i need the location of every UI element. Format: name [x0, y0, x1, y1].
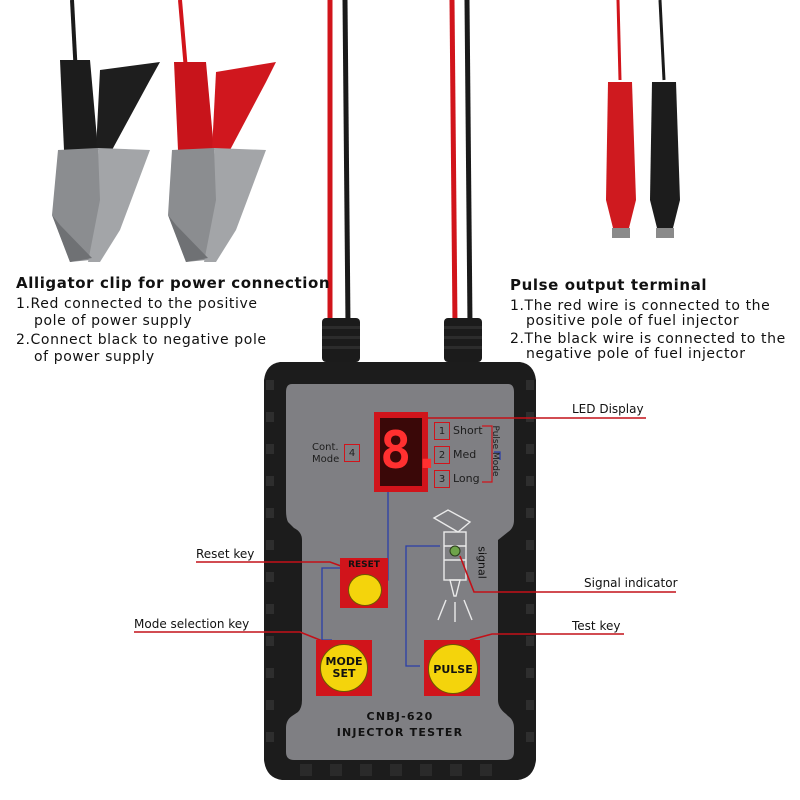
mode-3-label: Long — [453, 472, 480, 485]
mode-set-button[interactable]: MODE SET — [320, 644, 368, 692]
mode-1-label: Short — [453, 424, 483, 437]
red-probe-lead — [616, 0, 622, 81]
mode-set-line2: SET — [332, 667, 356, 680]
left-section-title: Alligator clip for power connection — [16, 274, 331, 292]
black-probe — [650, 82, 680, 238]
black-alligator-clip — [52, 60, 160, 262]
red-probe — [606, 82, 636, 238]
cont-mode-label-line2: Mode — [312, 454, 340, 465]
black-main-cable — [342, 0, 351, 326]
right-section-title: Pulse output terminal — [510, 276, 708, 294]
left-line1: 1.Red connected to the positive — [16, 296, 258, 312]
mode-2-number: 2 — [434, 446, 450, 464]
pulse-button-label: PULSE — [433, 662, 473, 676]
pulse-button[interactable]: PULSE — [428, 644, 478, 694]
right-line1b: positive pole of fuel injector — [526, 313, 740, 329]
cont-mode-label-line1: Cont. — [312, 442, 339, 453]
device-name: INJECTOR TESTER — [336, 726, 464, 739]
right-line2: 2.The black wire is connected to the — [510, 331, 786, 347]
callout-led-display: LED Display — [572, 402, 644, 416]
left-line1b: pole of power supply — [34, 313, 193, 329]
callout-mode-selection-key: Mode selection key — [134, 617, 250, 631]
black-main-cable-right — [464, 0, 473, 326]
led-display-screen — [380, 418, 422, 486]
right-line1: 1.The red wire is connected to the — [510, 298, 771, 314]
strain-relief-right — [444, 318, 482, 362]
reset-button-label: RESET — [348, 560, 380, 570]
signal-indicator-led — [449, 545, 461, 557]
mode-2-label: Med — [453, 448, 477, 461]
callout-reset-key: Reset key — [196, 547, 255, 561]
reset-button[interactable] — [348, 574, 382, 606]
pulse-mode-label: Pulse Mode — [490, 425, 500, 477]
mode-set-line1: MODE — [325, 655, 363, 668]
signal-label: signal — [475, 546, 489, 579]
left-line2b: of power supply — [34, 349, 155, 365]
cont-mode-number: 4 — [344, 444, 360, 462]
led-digit: 8. — [380, 421, 443, 481]
red-alligator-clip — [168, 62, 276, 262]
red-cable-left — [178, 0, 188, 71]
right-line2b: negative pole of fuel injector — [526, 346, 746, 362]
black-probe-lead — [658, 0, 666, 81]
pulse-mode-bracket — [482, 425, 493, 483]
mode-3-number: 3 — [434, 470, 450, 488]
mode-1-number: 1 — [434, 422, 450, 440]
device-model: CNBJ-620 — [366, 710, 434, 723]
red-main-cable-right — [449, 0, 458, 326]
left-line2: 2.Connect black to negative pole — [16, 332, 267, 348]
strain-relief-left — [322, 318, 360, 362]
callout-signal-indicator: Signal indicator — [584, 576, 678, 590]
callout-test-key: Test key — [572, 619, 621, 633]
